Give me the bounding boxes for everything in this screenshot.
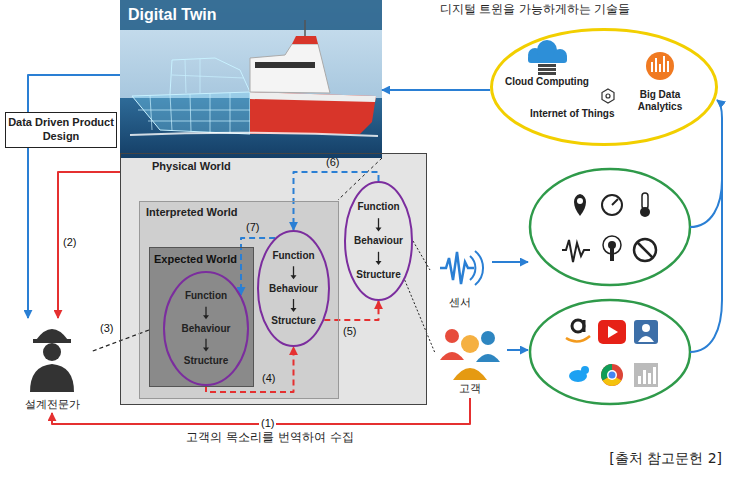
data-sources bbox=[530, 169, 690, 404]
data-flow-arrows bbox=[492, 100, 722, 352]
sensor-node: 센서 bbox=[430, 240, 490, 312]
technology-ellipse: 디지털 트윈을 가능하게하는 기술들Cloud ComputingBig Dat… bbox=[490, 28, 718, 146]
fbs-term: Function bbox=[344, 201, 413, 213]
fbs-term: Function bbox=[163, 290, 249, 302]
sensor-icon bbox=[440, 251, 483, 285]
node-label: Big Data Analytics bbox=[628, 89, 692, 113]
node-label: Expected World bbox=[154, 253, 237, 266]
zoom-line bbox=[338, 158, 382, 200]
designer-node: 설계전문가 bbox=[15, 318, 90, 413]
node-label: Physical World bbox=[152, 160, 231, 173]
flow-arrow bbox=[413, 241, 430, 270]
callout-number: (5) bbox=[343, 325, 356, 338]
fbs-ellipse: FunctionBehaviourStructure bbox=[163, 271, 249, 386]
flow-arrow bbox=[206, 347, 294, 392]
node-label: 센서 bbox=[430, 296, 490, 309]
digital-twin-panel: Digital Twin bbox=[120, 0, 382, 158]
world-box: Expected WorldFunctionBehaviourStructure bbox=[149, 247, 254, 387]
callout-number: (1) bbox=[259, 417, 276, 430]
ship-picture bbox=[120, 0, 382, 158]
box-fill bbox=[120, 153, 427, 405]
world-box: Physical WorldInterpreted WorldExpected … bbox=[120, 153, 427, 405]
box-fill bbox=[139, 201, 339, 399]
node-label: 고객 bbox=[435, 382, 505, 395]
fbs-term: Structure bbox=[257, 315, 330, 327]
callout-number: (7) bbox=[246, 221, 259, 234]
fbs-term: Behaviour bbox=[163, 323, 249, 335]
node-label: Cloud Computing bbox=[505, 76, 589, 88]
designer-icon bbox=[30, 329, 74, 392]
node-label: Interpreted World bbox=[146, 206, 237, 219]
node-label: Digital Twin bbox=[128, 5, 217, 24]
fbs-term: Behaviour bbox=[257, 283, 330, 295]
flow-arrow bbox=[382, 89, 490, 91]
box-fill bbox=[149, 247, 254, 387]
customer-icon bbox=[440, 329, 500, 380]
node-label: 디지털 트윈을 가능하게하는 기술들 bbox=[440, 2, 630, 16]
world-box: Interpreted WorldExpected WorldFunctionB… bbox=[139, 201, 339, 399]
fbs-term: Behaviour bbox=[344, 235, 413, 247]
node-label: Internet of Things bbox=[530, 108, 614, 120]
source-caption: [출처 참고문헌 2] bbox=[609, 450, 722, 467]
callout-number: (4) bbox=[262, 372, 275, 385]
flow-arrow bbox=[405, 280, 435, 353]
flow-arrow bbox=[324, 301, 378, 320]
node-label: 설계전문가 bbox=[15, 398, 90, 411]
edge-label-box: Data Driven Product Design bbox=[5, 112, 117, 148]
callout-number: (2) bbox=[63, 236, 76, 249]
callout-number: (3) bbox=[100, 322, 113, 335]
fbs-ellipse: FunctionBehaviourStructure bbox=[257, 230, 330, 347]
fbs-term: Function bbox=[257, 250, 330, 262]
note-text: 고객의 목소리를 번역하여 수집 bbox=[170, 430, 370, 444]
customer-node: 고객 bbox=[435, 318, 505, 398]
fbs-term: Structure bbox=[344, 269, 413, 281]
callout-number: (6) bbox=[326, 156, 339, 169]
flow-arrow bbox=[58, 172, 120, 318]
fbs-ellipse: FunctionBehaviourStructure bbox=[344, 181, 413, 301]
fbs-term: Structure bbox=[163, 355, 249, 367]
